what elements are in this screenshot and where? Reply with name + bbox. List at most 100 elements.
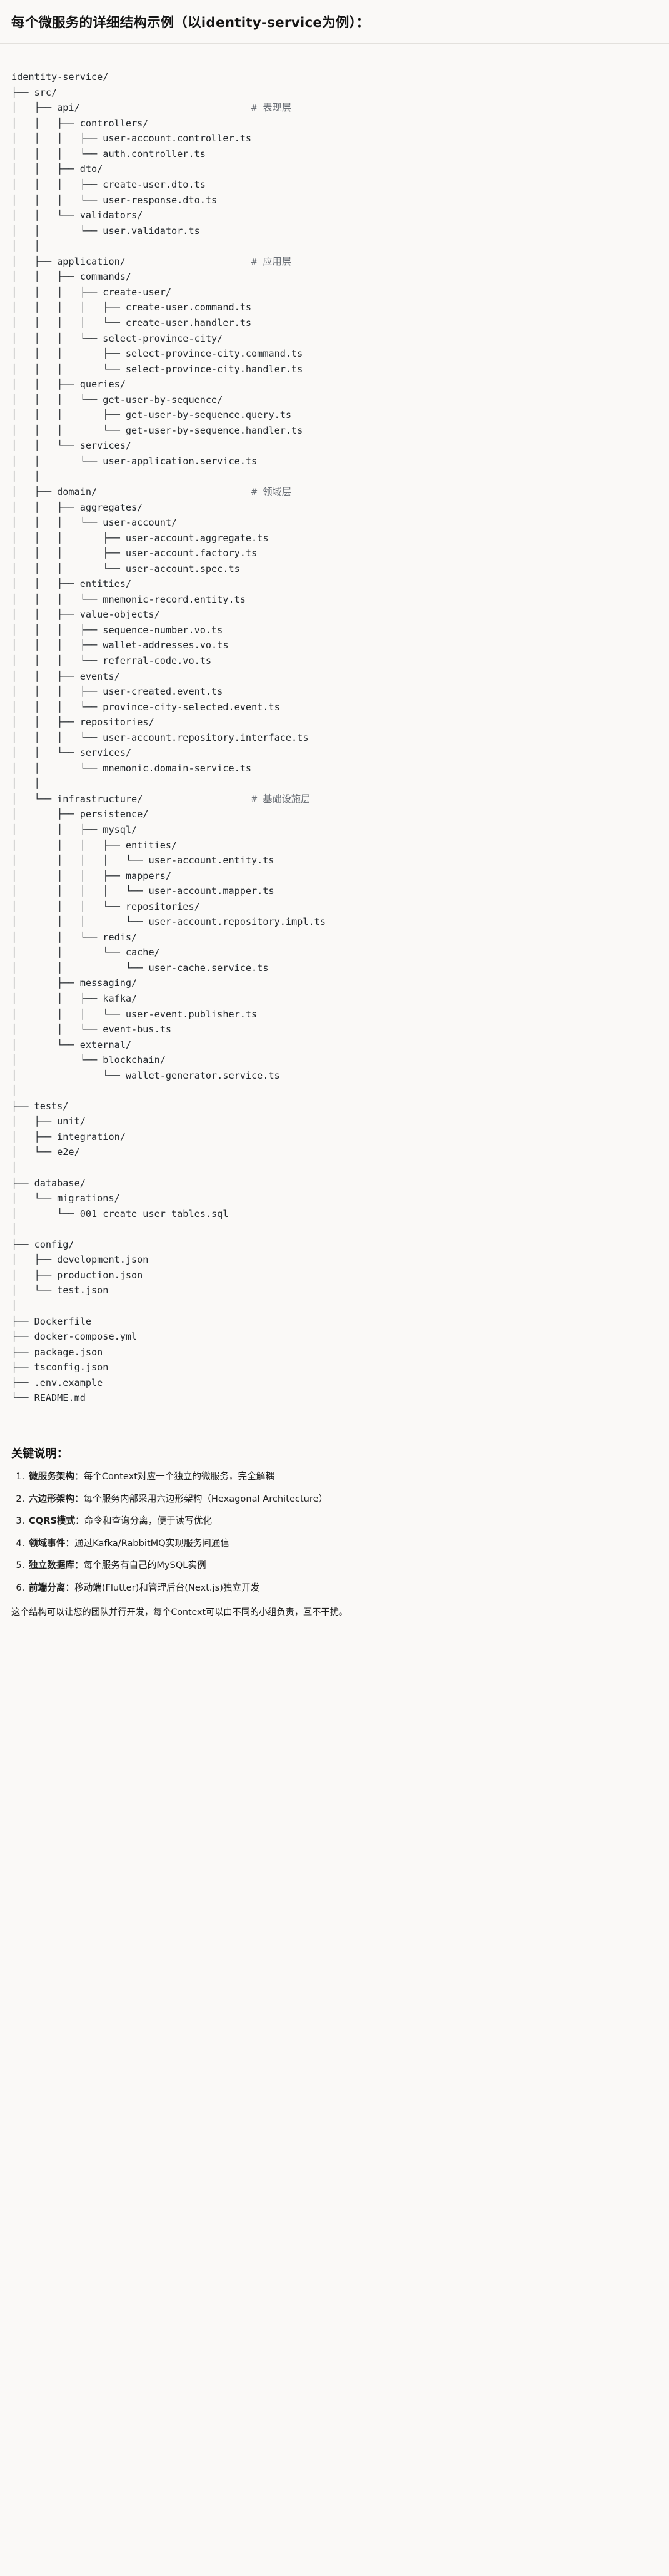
key-notes-list: 微服务架构：每个Context对应一个独立的微服务，完全解耦六边形架构：每个服务… bbox=[11, 1470, 658, 1596]
key-note-description: ：每个服务有自己的MySQL实例 bbox=[74, 1560, 206, 1571]
key-note-description: ：每个Context对应一个独立的微服务，完全解耦 bbox=[74, 1470, 274, 1482]
key-note-description: ：移动端(Flutter)和管理后台(Next.js)独立开发 bbox=[65, 1582, 260, 1594]
tree-line: │ └── e2e/ bbox=[11, 1146, 80, 1158]
tree-line-comment: # 表现层 bbox=[251, 102, 291, 114]
tree-line: │ │ ├── queries/ bbox=[11, 379, 126, 390]
tree-line: │ │ │ └── user-account.repository.impl.t… bbox=[11, 916, 326, 928]
tree-line: │ └── infrastructure/ # 基础设施层 bbox=[11, 793, 311, 805]
tree-line: │ │ └── user.validator.ts bbox=[11, 225, 200, 237]
key-note-term: 前端分离 bbox=[29, 1582, 66, 1594]
tree-line: │ │ │ │ └── user-account.entity.ts bbox=[11, 855, 274, 867]
directory-tree-block: identity-service/ ├── src/ │ ├── api/ # … bbox=[0, 44, 669, 1432]
tree-line: └── README.md bbox=[11, 1392, 86, 1404]
tree-line: ├── package.json bbox=[11, 1346, 103, 1358]
tree-line: │ │ ├── kafka/ bbox=[11, 993, 138, 1005]
tree-line: │ │ └── cache/ bbox=[11, 947, 160, 959]
tree-line: │ ├── persistence/ bbox=[11, 808, 149, 820]
tree-line: │ └── 001_create_user_tables.sql bbox=[11, 1208, 229, 1219]
tree-line: │ ├── messaging/ bbox=[11, 977, 138, 989]
tree-line: │ │ └── services/ bbox=[11, 747, 132, 759]
tree-line: │ │ │ └── select-province-city/ bbox=[11, 332, 223, 344]
tree-line: │ │ │ ├── get-user-by-sequence.query.ts bbox=[11, 409, 292, 421]
tree-line: │ └── migrations/ bbox=[11, 1193, 120, 1204]
key-note-item: 前端分离：移动端(Flutter)和管理后台(Next.js)独立开发 bbox=[28, 1581, 658, 1596]
tree-line: │ │ ├── dto/ bbox=[11, 163, 103, 175]
tree-line: │ ├── domain/ # 领域层 bbox=[11, 486, 291, 497]
tree-line: │ ├── unit/ bbox=[11, 1116, 86, 1128]
tree-line: │ │ │ ├── sequence-number.vo.ts bbox=[11, 624, 223, 636]
tree-line: │ │ bbox=[11, 778, 40, 790]
tree-line: ├── .env.example bbox=[11, 1377, 103, 1388]
tree-line: │ │ │ │ └── user-account.mapper.ts bbox=[11, 885, 274, 897]
tree-line: │ │ │ └── user-event.publisher.ts bbox=[11, 1008, 258, 1020]
key-notes-section: 关键说明： 微服务架构：每个Context对应一个独立的微服务，完全解耦六边形架… bbox=[0, 1432, 669, 1639]
tree-line: ├── config/ bbox=[11, 1238, 74, 1250]
tree-line: │ │ │ └── user-response.dto.ts bbox=[11, 194, 218, 206]
tree-line: │ │ │ └── get-user-by-sequence/ bbox=[11, 394, 223, 405]
key-note-item: 六边形架构：每个服务内部采用六边形架构（Hexagonal Architectu… bbox=[28, 1492, 658, 1507]
tree-line: │ │ │ │ ├── create-user.command.ts bbox=[11, 302, 252, 313]
tree-line: │ │ ├── value-objects/ bbox=[11, 609, 160, 621]
tree-line: │ bbox=[11, 1085, 18, 1097]
tree-line: │ │ │ └── select-province-city.handler.t… bbox=[11, 363, 303, 375]
tree-line: │ │ └── user-application.service.ts bbox=[11, 455, 258, 467]
tree-line: │ │ │ ├── user-account.controller.ts bbox=[11, 133, 252, 145]
tree-line: │ │ │ └── province-city-selected.event.t… bbox=[11, 701, 280, 713]
document-header: 每个微服务的详细结构示例（以identity-service为例）： bbox=[0, 0, 669, 44]
tree-line: │ └── test.json bbox=[11, 1285, 109, 1296]
tree-line: │ │ └── validators/ bbox=[11, 210, 143, 221]
key-note-term: CQRS模式 bbox=[29, 1515, 76, 1527]
tree-line: │ │ │ │ └── create-user.handler.ts bbox=[11, 317, 252, 328]
key-notes-footer: 这个结构可以让您的团队并行开发，每个Context可以由不同的小组负责，互不干扰… bbox=[11, 1607, 348, 1617]
key-note-item: 微服务架构：每个Context对应一个独立的微服务，完全解耦 bbox=[28, 1470, 658, 1484]
key-note-term: 独立数据库 bbox=[29, 1560, 74, 1571]
key-note-item: 独立数据库：每个服务有自己的MySQL实例 bbox=[28, 1559, 658, 1573]
tree-line: │ │ └── event-bus.ts bbox=[11, 1024, 172, 1036]
tree-line: │ │ ├── aggregates/ bbox=[11, 501, 143, 513]
tree-line: │ │ │ ├── user-account.factory.ts bbox=[11, 547, 258, 559]
tree-line: │ │ │ └── repositories/ bbox=[11, 900, 200, 912]
tree-line: │ │ └── services/ bbox=[11, 440, 132, 452]
tree-line: │ bbox=[11, 1162, 18, 1174]
tree-line: │ │ │ ├── entities/ bbox=[11, 839, 178, 851]
tree-line: │ └── wallet-generator.service.ts bbox=[11, 1069, 280, 1081]
tree-line: identity-service/ bbox=[11, 71, 109, 83]
key-note-term: 领域事件 bbox=[29, 1537, 66, 1549]
tree-line: │ │ └── redis/ bbox=[11, 931, 138, 943]
tree-line: │ bbox=[11, 1223, 18, 1235]
tree-line: ├── Dockerfile bbox=[11, 1315, 92, 1327]
tree-line: ├── database/ bbox=[11, 1177, 86, 1189]
tree-line: │ │ │ └── auth.controller.ts bbox=[11, 148, 206, 160]
tree-line: │ │ │ └── referral-code.vo.ts bbox=[11, 654, 212, 666]
tree-line-comment: # 基础设施层 bbox=[251, 793, 311, 805]
tree-line: │ └── blockchain/ bbox=[11, 1054, 166, 1066]
tree-line: │ │ │ └── get-user-by-sequence.handler.t… bbox=[11, 424, 303, 436]
tree-line: │ │ │ ├── create-user.dto.ts bbox=[11, 179, 206, 191]
tree-line: │ │ └── mnemonic.domain-service.ts bbox=[11, 762, 252, 774]
tree-line: │ │ │ ├── select-province-city.command.t… bbox=[11, 348, 303, 360]
tree-line: │ │ ├── entities/ bbox=[11, 578, 132, 590]
key-note-item: CQRS模式：命令和查询分离，便于读写优化 bbox=[28, 1514, 658, 1529]
key-notes-title: 关键说明： bbox=[11, 1447, 68, 1460]
tree-line: │ │ └── user-cache.service.ts bbox=[11, 962, 269, 974]
document-page: 每个微服务的详细结构示例（以identity-service为例）： ident… bbox=[0, 0, 669, 1638]
tree-line: │ │ ├── repositories/ bbox=[11, 716, 154, 728]
tree-line: ├── docker-compose.yml bbox=[11, 1331, 138, 1343]
tree-line: │ └── external/ bbox=[11, 1039, 132, 1051]
key-note-description: ：通过Kafka/RabbitMQ实现服务间通信 bbox=[65, 1537, 229, 1549]
tree-line: │ │ │ ├── mappers/ bbox=[11, 870, 172, 882]
tree-line: │ ├── application/ # 应用层 bbox=[11, 255, 291, 267]
tree-line: │ ├── production.json bbox=[11, 1269, 143, 1281]
tree-line: │ │ │ └── user-account.repository.interf… bbox=[11, 731, 309, 743]
tree-line-comment: # 领域层 bbox=[251, 486, 291, 497]
tree-line: │ bbox=[11, 1300, 18, 1311]
tree-line: │ ├── development.json bbox=[11, 1254, 149, 1266]
tree-line: │ │ ├── mysql/ bbox=[11, 824, 138, 835]
key-note-description: ：每个服务内部采用六边形架构（Hexagonal Architecture） bbox=[74, 1493, 328, 1504]
tree-line: │ │ ├── commands/ bbox=[11, 271, 132, 283]
tree-line: │ │ │ ├── create-user/ bbox=[11, 286, 172, 298]
key-note-item: 领域事件：通过Kafka/RabbitMQ实现服务间通信 bbox=[28, 1537, 658, 1551]
tree-line: │ │ ├── events/ bbox=[11, 670, 120, 682]
tree-line: │ │ ├── controllers/ bbox=[11, 117, 149, 129]
tree-line: │ ├── integration/ bbox=[11, 1131, 126, 1143]
